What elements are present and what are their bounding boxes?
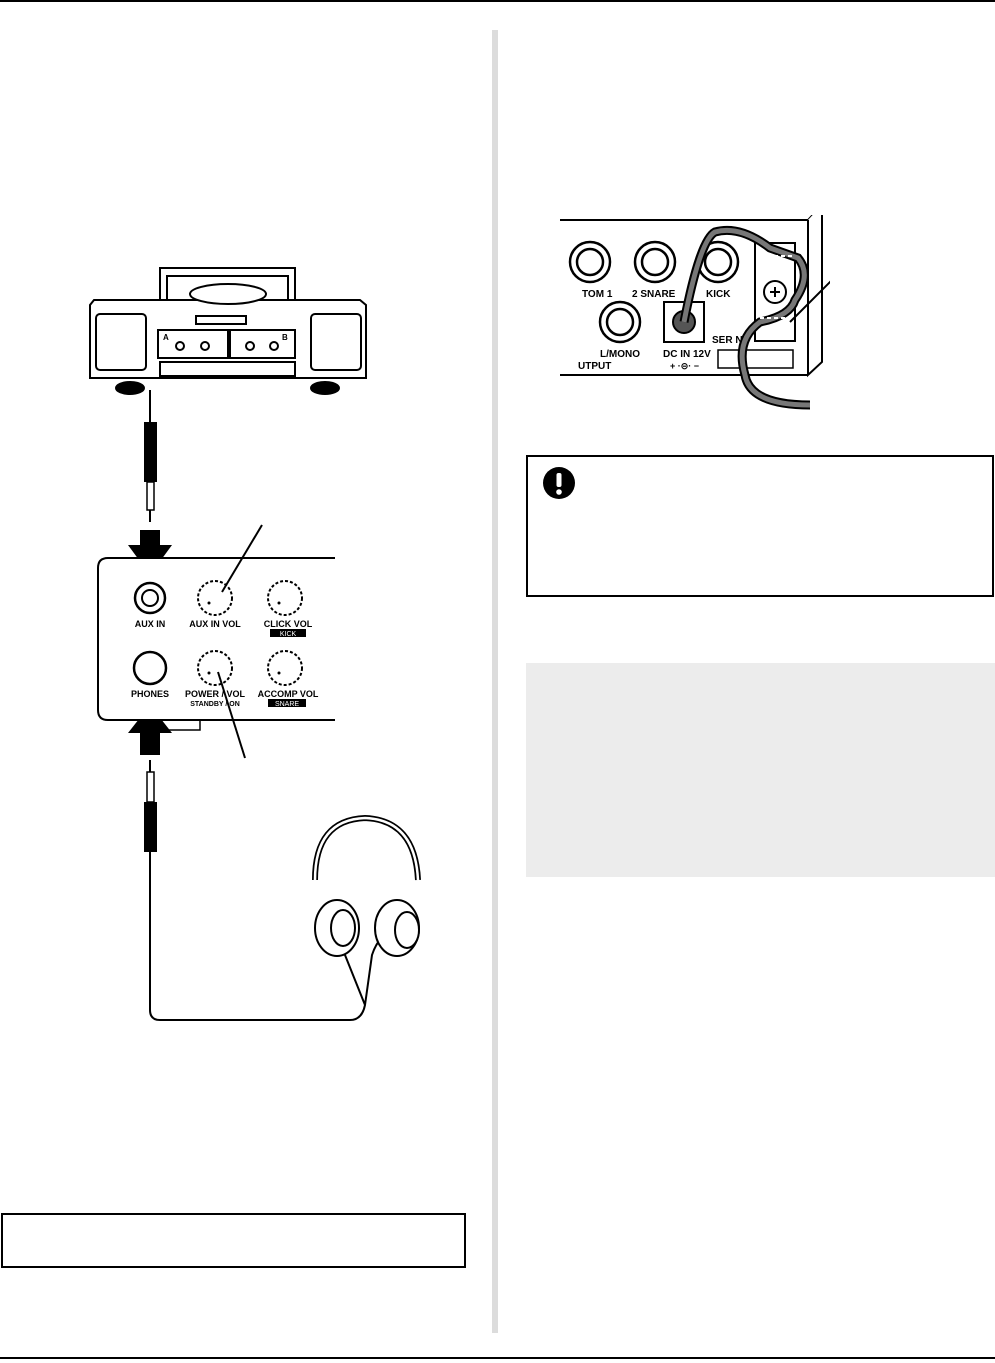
boombox-label-b: B <box>282 333 288 342</box>
pointer-line-power <box>217 671 246 759</box>
bottom-rule <box>0 1357 995 1359</box>
aux-in-label: AUX IN <box>135 619 166 629</box>
accomp-vol-label: ACCOMP VOL <box>258 689 319 699</box>
boombox-illustration <box>89 267 367 395</box>
power-vol-label: POWER / VOL <box>185 689 246 699</box>
aux-in-vol-label: AUX IN VOL <box>189 619 241 629</box>
power-vol-knob <box>197 650 233 686</box>
dc-in-label: DC IN 12V <box>663 349 711 360</box>
standby-on-label: STANDBY / ON <box>190 701 240 708</box>
kick-label: KICK <box>706 289 731 300</box>
phones-jack <box>132 650 168 686</box>
phones-label: PHONES <box>131 689 169 699</box>
top-rule <box>0 0 995 2</box>
warning-box <box>526 455 994 597</box>
connection-illustration: A B AUX IN AUX IN VOL CLICK VOL KICK PHO… <box>89 267 421 1021</box>
kick-badge: KICK <box>280 631 297 638</box>
l-mono-label: L/MONO <box>600 349 640 360</box>
pointer-line-aux-vol <box>221 524 263 593</box>
aux-in-vol-knob <box>197 580 233 616</box>
output-label: UTPUT <box>578 361 611 372</box>
note-box <box>1 1213 466 1268</box>
snare2-label: 2 SNARE <box>632 289 676 300</box>
tom1-label: TOM 1 <box>582 289 613 300</box>
click-vol-knob <box>267 580 303 616</box>
rear-panel-illustration: TOM 1 2 SNARE KICK L/MONO UTPUT DC IN 12… <box>560 215 830 410</box>
polarity-label: + ·⊝· − <box>670 361 699 371</box>
insert-arrow-down-icon <box>128 530 172 575</box>
boombox-label-a: A <box>163 333 169 342</box>
snare-badge: SNARE <box>275 701 299 708</box>
column-divider <box>492 30 498 1333</box>
headphones-illustration <box>312 814 421 957</box>
aux-in-jack <box>133 581 167 615</box>
pointer-line-hook <box>789 280 830 323</box>
ser-no-label: SER N <box>712 335 743 346</box>
exclamation-icon <box>543 467 575 499</box>
info-panel <box>526 663 995 877</box>
click-vol-label: CLICK VOL <box>264 619 313 629</box>
accomp-vol-knob <box>267 650 303 686</box>
